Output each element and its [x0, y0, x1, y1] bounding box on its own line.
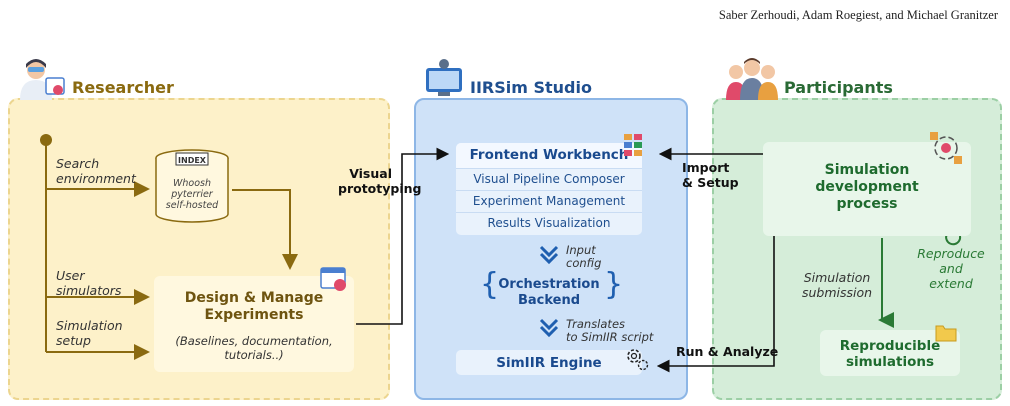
- frontend-item-results-visualization: Results Visualization: [456, 212, 642, 233]
- gear-icon: [627, 349, 649, 371]
- design-experiments-subtitle: (Baselines, documentation,tutorials..): [175, 334, 333, 362]
- pipeline-blocks-icon: [624, 134, 642, 156]
- design-experiments-box: [154, 276, 354, 372]
- arrow-index-to-design: [232, 189, 298, 270]
- index-database-icon: [155, 149, 229, 223]
- cycle-target-icon: [930, 132, 962, 164]
- participants-title: Participants: [784, 78, 893, 97]
- frontend-workbench-title: Frontend Workbench: [469, 147, 629, 163]
- simiir-engine-label: SimIIR Engine: [496, 355, 602, 371]
- right-brace: }: [604, 267, 624, 302]
- import-setup-label: Import& Setup: [682, 160, 739, 190]
- studio-title: IIRSim Studio: [470, 78, 592, 97]
- arrow-visual-prototyping: [356, 147, 450, 325]
- chevron-down-icon: [539, 318, 559, 338]
- run-analyze-label: Run & Analyze: [676, 344, 779, 359]
- simulation-development-box: [763, 142, 971, 236]
- left-brace: {: [480, 267, 500, 302]
- dashboard-search-icon: [320, 267, 346, 291]
- index-label: INDEX: [178, 156, 206, 165]
- simiir-engine-box: [456, 350, 642, 375]
- researcher-title: Researcher: [72, 78, 174, 97]
- researcher-icon: [20, 59, 65, 100]
- frontend-workbench-header: [456, 143, 642, 168]
- studio-icon: [426, 59, 462, 96]
- authors-header: Saber Zerhoudi, Adam Roegiest, and Micha…: [718, 8, 998, 22]
- chevron-down-icon: [539, 245, 559, 265]
- participants-icon: [726, 58, 778, 100]
- folder-icon: [935, 325, 957, 342]
- frontend-item-experiment-management: Experiment Management: [456, 190, 642, 211]
- arrow-run-analyze: [656, 236, 775, 373]
- frontend-item-pipeline-composer: Visual Pipeline Composer: [456, 168, 642, 189]
